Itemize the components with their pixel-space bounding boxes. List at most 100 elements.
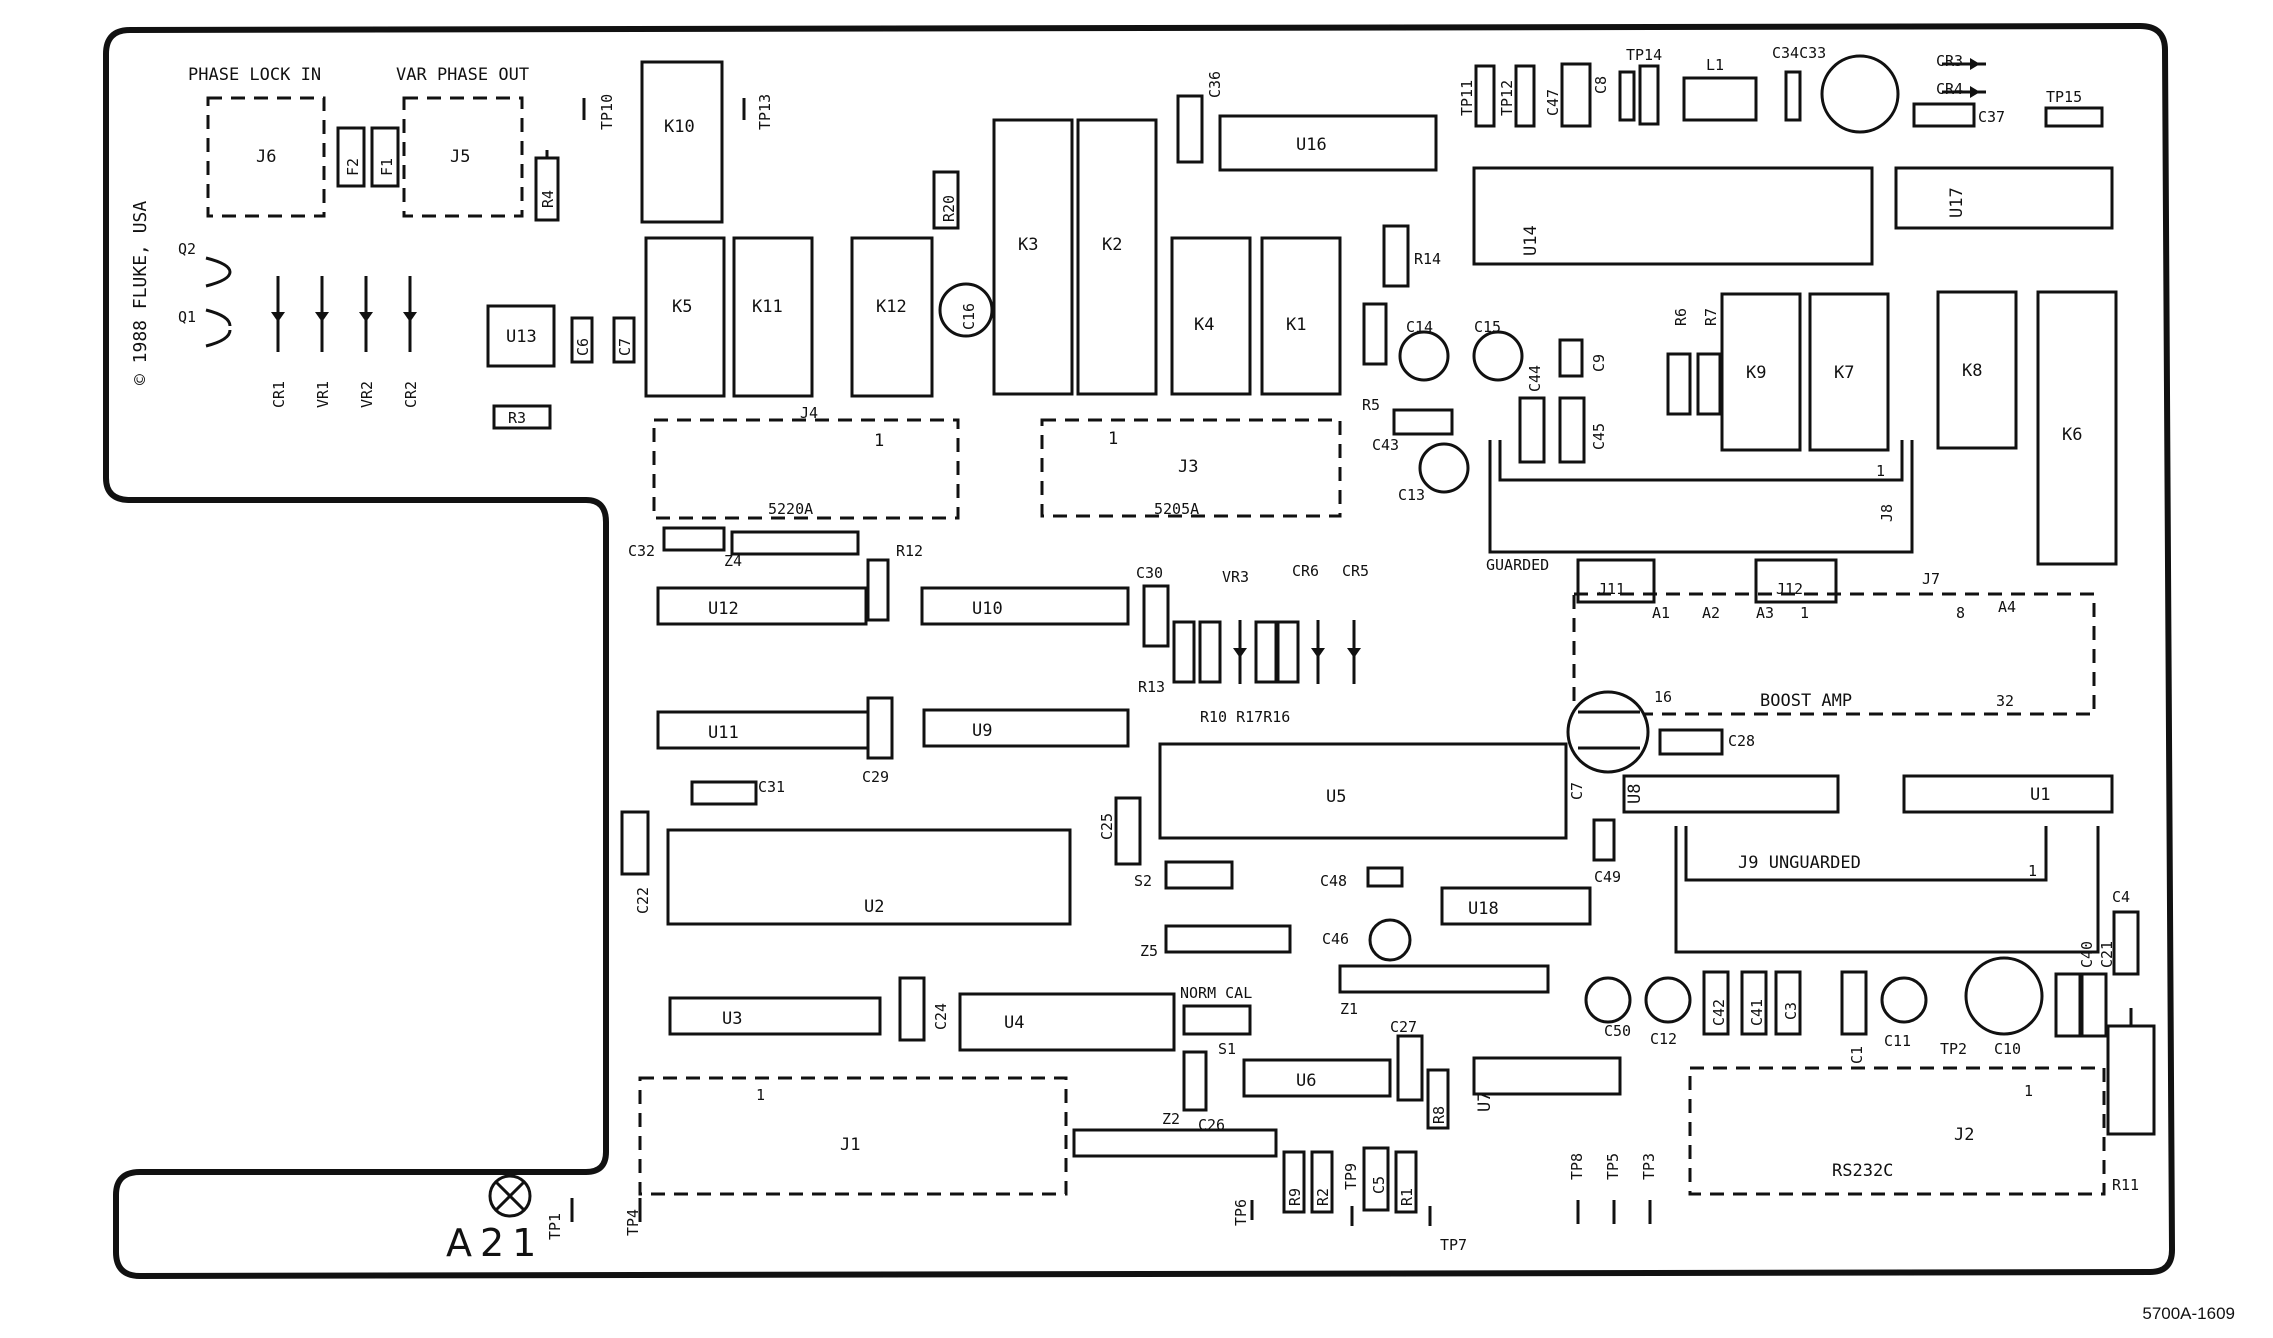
capacitor-c34 <box>1784 70 1802 122</box>
ic-u8-label: U8 <box>1625 784 1645 804</box>
capacitor-c41-label: C41 <box>1748 999 1766 1026</box>
tp11 <box>1474 64 1496 128</box>
resistor-r13-label: R13 <box>1138 678 1165 696</box>
signal-a4: A4 <box>1998 598 2016 616</box>
capacitor-c32 <box>662 526 726 552</box>
switch-s1-label: S1 <box>1218 1040 1236 1058</box>
capacitor-c12-label: C12 <box>1650 1030 1677 1048</box>
capacitor-c47-label: C47 <box>1544 89 1562 116</box>
capacitor-c33 <box>1820 54 1900 134</box>
tp4-label: TP4 <box>624 1209 642 1236</box>
connector-j3-name: 5205A <box>1154 500 1199 518</box>
capacitor-c28-label: C28 <box>1728 732 1755 750</box>
connector-j11 <box>1576 558 1656 604</box>
tp5-label: TP5 <box>1604 1153 1622 1180</box>
connector-j2 <box>1688 1066 2106 1196</box>
capacitor-c12 <box>1644 976 1692 1024</box>
ic-u16-label: U16 <box>1296 135 1327 155</box>
connector-j8-label: J8 <box>1878 504 1896 522</box>
capacitor-c7b-label: C7 <box>1568 782 1586 800</box>
zener-vr1 <box>315 276 329 352</box>
cr5-label: CR5 <box>1342 562 1369 580</box>
relay-k2-label: K2 <box>1102 235 1122 255</box>
ic-u6 <box>1242 1058 1392 1098</box>
capacitor-c30 <box>1142 584 1170 648</box>
ic-u18 <box>1440 886 1592 926</box>
connector-j5-label: J5 <box>450 147 470 167</box>
capacitor-c14-label: C14 <box>1406 318 1433 336</box>
connector-j3 <box>1040 418 1342 518</box>
ic-u7 <box>1472 1056 1622 1096</box>
connector-j6-label: J6 <box>256 147 276 167</box>
board-marker-icon <box>488 1174 532 1218</box>
switch-s2-label: S2 <box>1134 872 1152 890</box>
diode-cr1-label: CR1 <box>270 381 288 408</box>
transistor-q1 <box>205 308 232 348</box>
zener-z5 <box>1164 924 1292 954</box>
switch-s2 <box>1164 860 1234 890</box>
ic-u4-label: U4 <box>1004 1013 1024 1033</box>
rs232c-label: RS232C <box>1832 1161 1893 1181</box>
zener-vr2-label: VR2 <box>358 381 376 408</box>
ic-u16 <box>1218 114 1438 172</box>
diode-cr3 <box>1942 58 1986 70</box>
capacitor-c31 <box>690 780 758 806</box>
relay-k1-label: K1 <box>1286 315 1306 335</box>
resistor-r9 <box>1282 1150 1306 1214</box>
fuse-f2-label: F2 <box>344 158 362 176</box>
capacitor-c4 <box>2112 910 2140 976</box>
relay-k4-label: K4 <box>1194 315 1214 335</box>
capacitor-c50-label: C50 <box>1604 1022 1631 1040</box>
capacitor-c46-label: C46 <box>1322 930 1349 948</box>
resistor-r20 <box>932 170 960 230</box>
c34-c33-label: C34C33 <box>1772 44 1826 62</box>
connector-j1-pin1: 1 <box>756 1086 765 1104</box>
q1-label: Q1 <box>178 308 196 326</box>
r7-label: R7 <box>1702 308 1720 326</box>
transistor-q2 <box>205 256 232 288</box>
tp13-label: TP13 <box>756 94 774 130</box>
resistor-r12 <box>866 558 890 622</box>
diode-cr2-label: CR2 <box>402 381 420 408</box>
tp3-label: TP3 <box>1640 1153 1658 1180</box>
connector-j5 <box>402 96 524 218</box>
relay-k9-label: K9 <box>1746 363 1766 383</box>
connector-j3-pin1: 1 <box>1108 429 1118 449</box>
diode-cr5 <box>1347 620 1361 684</box>
q2-label: Q2 <box>178 240 196 258</box>
boost-pin1: 1 <box>1800 604 1809 622</box>
capacitor-c10-label: C10 <box>1994 1040 2021 1058</box>
ic-u12-label: U12 <box>708 599 739 619</box>
relay-k12 <box>850 236 934 398</box>
capacitor-c28 <box>1658 728 1724 756</box>
ic-u5 <box>1158 742 1568 840</box>
capacitor-c3 <box>1774 970 1802 1036</box>
capacitor-c5-label: C5 <box>1370 1176 1388 1194</box>
capacitor-c45-label: C45 <box>1590 423 1608 450</box>
capacitor-c9-label: C9 <box>1590 354 1608 372</box>
tp1-label: TP1 <box>546 1213 564 1240</box>
capacitor-c50 <box>1584 976 1632 1024</box>
zener-vr2 <box>359 276 373 352</box>
capacitor-c11-label: C11 <box>1884 1032 1911 1050</box>
capacitor-c32-label: C32 <box>628 542 655 560</box>
cr6-label: CR6 <box>1292 562 1319 580</box>
relay-k11 <box>732 236 814 398</box>
var-phase-out-label: VAR PHASE OUT <box>396 65 529 85</box>
ic-u5-label: U5 <box>1326 787 1346 807</box>
capacitor-c40-label: C40 <box>2078 941 2096 968</box>
ic-u18-label: U18 <box>1468 899 1499 919</box>
capacitor-c25-label: C25 <box>1098 813 1116 840</box>
resistor-r6 <box>1666 352 1692 416</box>
boost-pin32: 32 <box>1996 692 2014 710</box>
capacitor-c44-label: C44 <box>1526 365 1544 392</box>
capacitor-c24-label: C24 <box>932 1003 950 1030</box>
connector-j8 <box>1488 440 1914 554</box>
ic-u13-label: U13 <box>506 327 537 347</box>
ic-u8 <box>1622 774 1840 814</box>
relay-k9 <box>1720 292 1802 452</box>
ic-u3-label: U3 <box>722 1009 742 1029</box>
diode-cr6 <box>1311 620 1325 684</box>
capacitor-c22 <box>620 810 650 876</box>
